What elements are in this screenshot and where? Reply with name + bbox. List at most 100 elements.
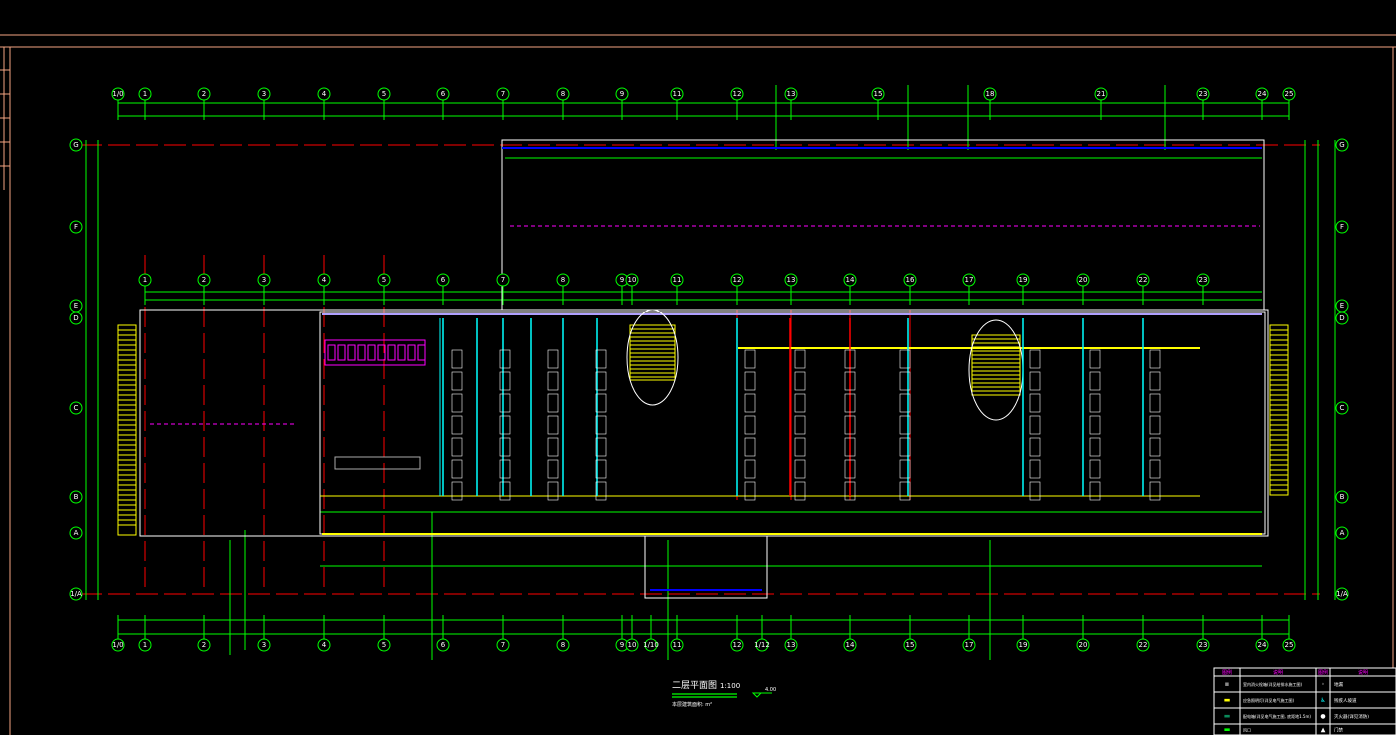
legend-header: 图例 — [1222, 669, 1232, 676]
axis-bubble-circle — [257, 273, 271, 287]
axis-top-7: 7 — [496, 87, 510, 101]
axis-label: 25 — [1285, 90, 1294, 98]
bed — [794, 393, 806, 413]
axis-middle-11: 11 — [670, 273, 684, 287]
bed — [595, 459, 607, 479]
axis-label: 5 — [382, 90, 386, 98]
axis-label: C — [74, 404, 79, 412]
axis-bubble-circle — [556, 273, 570, 287]
axis-middle-10: 10 — [625, 273, 639, 287]
axis-label: 8 — [561, 90, 565, 98]
axis-bubble-circle — [1196, 87, 1210, 101]
bed — [595, 393, 607, 413]
axis-label: 24 — [1258, 90, 1267, 98]
axis-bubble-circle — [1335, 220, 1349, 234]
toilet-stall — [357, 344, 366, 361]
axis-label: 15 — [906, 641, 915, 649]
axis-bottom-1: 1 — [138, 638, 152, 652]
bed — [547, 415, 559, 435]
axis-label: F — [1340, 223, 1344, 231]
axis-middle-16: 16 — [903, 273, 917, 287]
axis-bubble-circle — [377, 638, 391, 652]
axis-bottom-8: 8 — [556, 638, 570, 652]
bed — [499, 349, 511, 369]
axis-bottom-12: 12 — [730, 638, 744, 652]
bed — [794, 415, 806, 435]
bed — [1029, 437, 1041, 457]
elevation-text: 4.00 — [765, 687, 776, 693]
axis-label: 1 — [143, 276, 147, 284]
scale-text: 1:100 — [720, 682, 740, 690]
legend-symbol-icon: ▪ — [1225, 680, 1230, 688]
axis-middle-13: 13 — [784, 273, 798, 287]
axis-middle-5: 5 — [377, 273, 391, 287]
axis-bubble-circle — [784, 87, 798, 101]
axis-bubble-circle — [1335, 138, 1349, 152]
legend-symbol-icon: ● — [1320, 713, 1325, 720]
axis-label: 18 — [986, 90, 995, 98]
axis-bottom-15: 15 — [903, 638, 917, 652]
axis-bubble-circle — [1335, 311, 1349, 325]
axis-bubble-circle — [69, 587, 83, 601]
axis-bottom-7: 7 — [496, 638, 510, 652]
bed — [547, 393, 559, 413]
bed — [794, 481, 806, 501]
axis-top-2: 2 — [197, 87, 211, 101]
legend-header: 图例 — [1318, 669, 1328, 676]
axis-label: 22 — [1139, 641, 1148, 649]
axis-bubble-circle — [730, 87, 744, 101]
axis-bubble-circle — [69, 401, 83, 415]
axis-label: 17 — [965, 276, 974, 284]
bed — [547, 481, 559, 501]
axis-bubble-circle — [1136, 638, 1150, 652]
bed — [1089, 393, 1101, 413]
legend-desc: 配电箱(详见电气施工图, 底距地1.5m) — [1243, 713, 1311, 719]
bed — [899, 437, 911, 457]
axis-label: 11 — [673, 90, 682, 98]
axis-label: 9 — [620, 90, 624, 98]
axis-bubble-circle — [197, 87, 211, 101]
axis-bubble-circle — [625, 638, 639, 652]
axis-left-D: D — [69, 311, 83, 325]
axis-bubble-circle — [377, 273, 391, 287]
axis-bubble-circle — [670, 638, 684, 652]
axis-bubble-circle — [670, 87, 684, 101]
axis-bottom-13: 13 — [784, 638, 798, 652]
bed — [1089, 371, 1101, 391]
bed — [499, 481, 511, 501]
axis-label: A — [74, 529, 79, 537]
bed — [744, 481, 756, 501]
axis-bubble-circle — [377, 87, 391, 101]
axis-bubble-circle — [1335, 490, 1349, 504]
axis-middle-3: 3 — [257, 273, 271, 287]
axis-label: 2 — [202, 90, 206, 98]
axis-label: 3 — [262, 641, 266, 649]
dimension-lines — [85, 85, 1336, 660]
legend-symbol-icon: ▬ — [1224, 726, 1231, 734]
axis-label: 7 — [501, 641, 505, 649]
axis-label: 5 — [382, 641, 386, 649]
bed — [499, 393, 511, 413]
axis-bubble-circle — [1196, 638, 1210, 652]
bed — [794, 371, 806, 391]
axis-bubble-circle — [69, 526, 83, 540]
axis-left-E: E — [69, 299, 83, 313]
area-note: 本层建筑面积: m² — [672, 701, 712, 708]
bed — [844, 415, 856, 435]
axis-bubble-circle — [1076, 638, 1090, 652]
legend-symbol-icon: ♿ — [1320, 697, 1325, 704]
axis-label: G — [73, 141, 78, 149]
bed — [499, 459, 511, 479]
axis-label: 1 — [143, 90, 147, 98]
axis-bottom-19: 19 — [1016, 638, 1030, 652]
axis-bubble-circle — [784, 273, 798, 287]
bed — [844, 481, 856, 501]
axis-label: 11 — [673, 276, 682, 284]
axis-bottom-3: 3 — [257, 638, 271, 652]
axis-middle-6: 6 — [436, 273, 450, 287]
axis-bubble-circle — [962, 273, 976, 287]
axis-bubble-circle — [1282, 638, 1296, 652]
axis-label: 23 — [1199, 90, 1208, 98]
toilet-stall — [387, 344, 396, 361]
